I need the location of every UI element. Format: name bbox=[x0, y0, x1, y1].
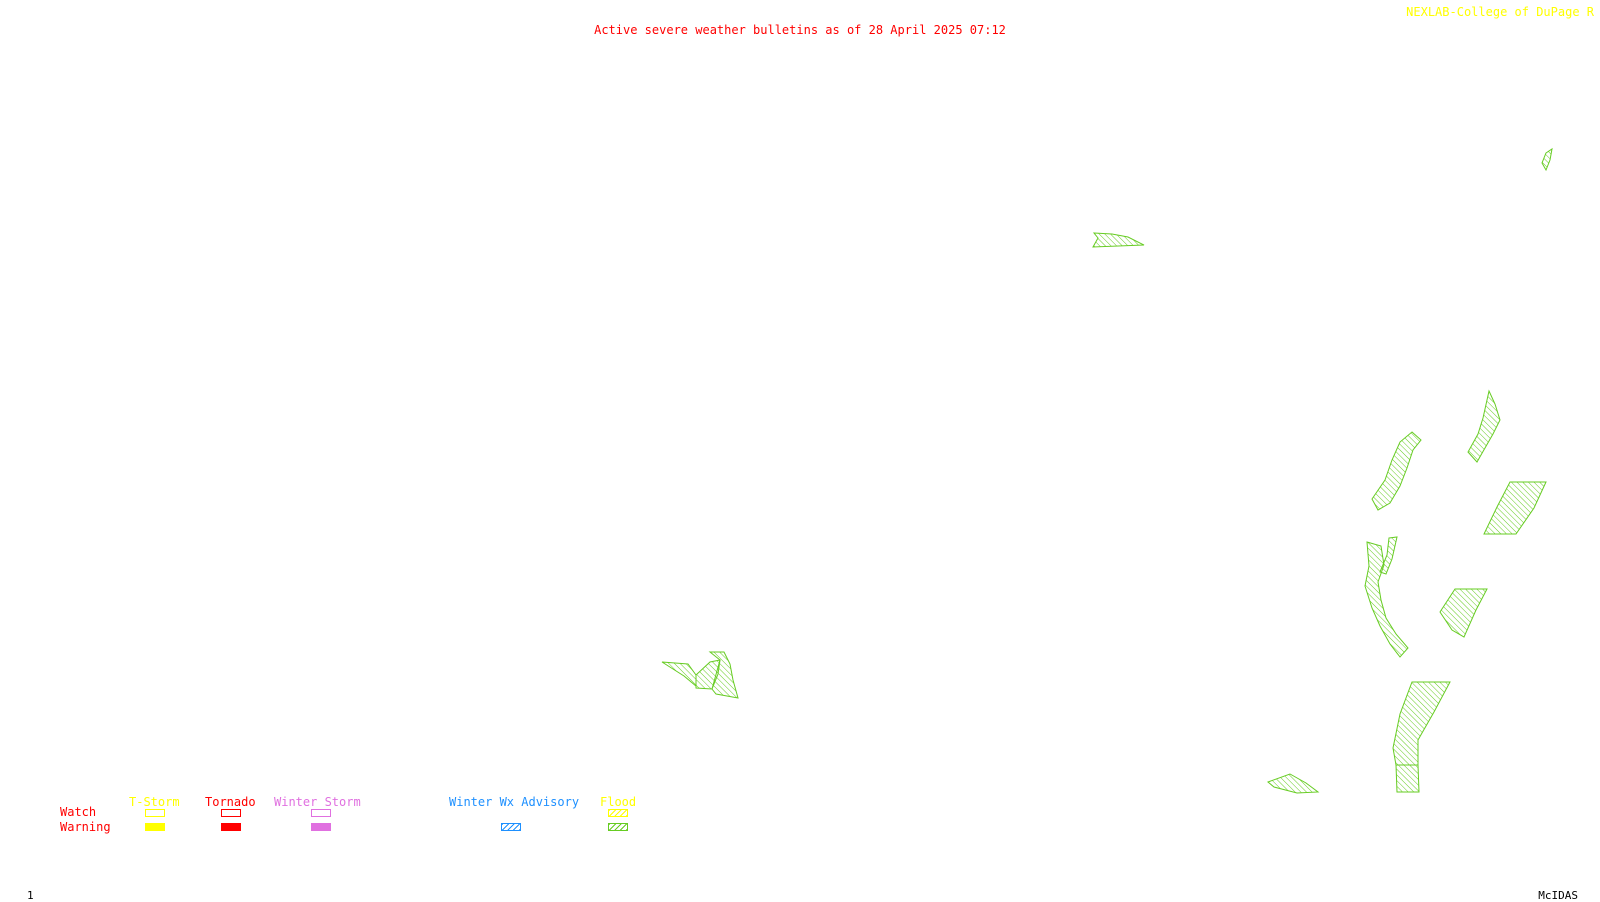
bulletin-title: Active severe weather bulletins as of 28… bbox=[594, 23, 1006, 37]
legend-row-watch: Watch bbox=[60, 805, 97, 819]
flood-warning-area[interactable] bbox=[1092, 232, 1145, 248]
legend-tstorm-label: T-Storm bbox=[129, 795, 180, 809]
flood-warning-area[interactable] bbox=[1395, 764, 1420, 793]
frame-number: 1 bbox=[27, 889, 34, 902]
legend-tornado-label: Tornado bbox=[205, 795, 256, 809]
tstorm-watch-swatch bbox=[145, 809, 165, 817]
winter-advisory-warning-swatch bbox=[501, 823, 521, 831]
flood-warning-area[interactable] bbox=[708, 651, 739, 699]
flood-warning-area[interactable] bbox=[1364, 541, 1409, 658]
winter-storm-warning-swatch bbox=[311, 823, 331, 831]
flood-warning-area[interactable] bbox=[1467, 389, 1501, 463]
flood-watch-swatch bbox=[608, 809, 628, 817]
legend-row-warning: Warning bbox=[60, 820, 111, 834]
flood-warning-area[interactable] bbox=[1371, 431, 1422, 511]
legend-winter-storm-label: Winter Storm bbox=[274, 795, 361, 809]
winter-storm-watch-swatch bbox=[311, 809, 331, 817]
flood-warning-area[interactable] bbox=[1392, 681, 1451, 766]
legend-winter-advisory-label: Winter Wx Advisory bbox=[449, 795, 580, 809]
flood-warning-area[interactable] bbox=[661, 661, 697, 688]
flood-warning-area[interactable] bbox=[1267, 773, 1320, 794]
source-credit: NEXLAB-College of DuPage R bbox=[1406, 5, 1594, 19]
flood-warning-area[interactable] bbox=[1483, 481, 1547, 535]
mcidas-label: McIDAS bbox=[1538, 889, 1578, 902]
legend-flood-label: Flood bbox=[600, 795, 637, 809]
tornado-warning-swatch bbox=[221, 823, 241, 831]
tstorm-warning-swatch bbox=[145, 823, 165, 831]
flood-warning-area[interactable] bbox=[1439, 588, 1488, 638]
tornado-watch-swatch bbox=[221, 809, 241, 817]
flood-warning-area[interactable] bbox=[1541, 147, 1553, 172]
flood-warning-swatch bbox=[608, 823, 628, 831]
